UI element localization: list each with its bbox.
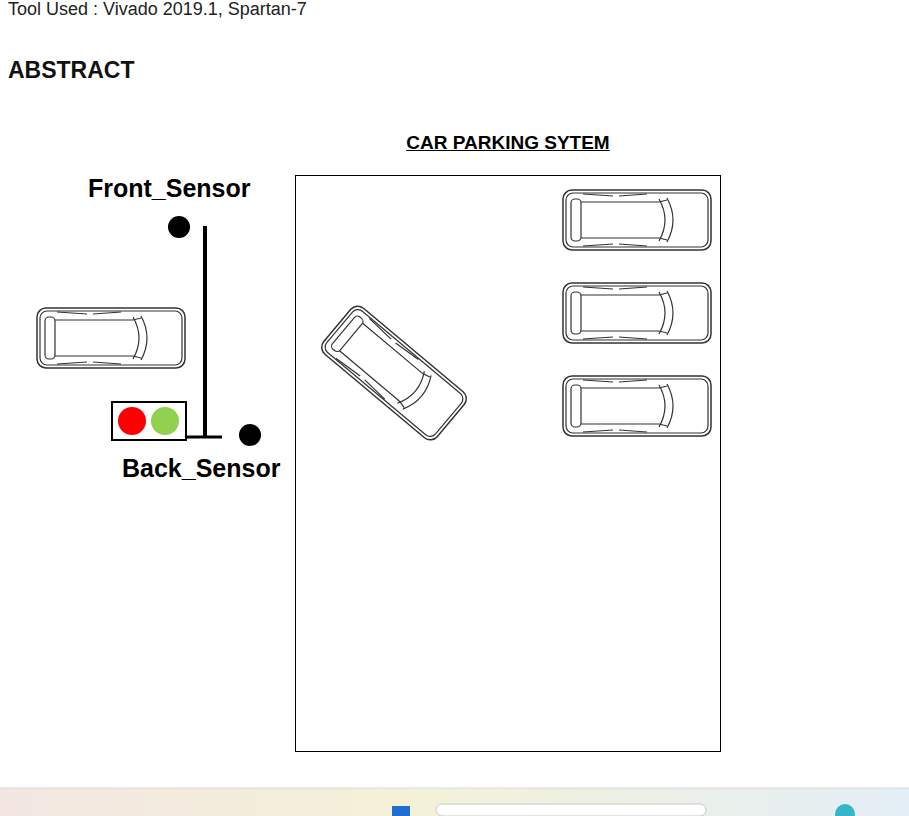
car-parked [563, 283, 711, 343]
sensor-dot [239, 424, 261, 446]
sensor-label: Back_Sensor [122, 454, 280, 483]
tool-note: Tool Used : Vivado 2019.1, Spartan-7 [8, 0, 307, 20]
car-moving [318, 302, 470, 443]
taskbar-edge [0, 788, 909, 789]
green-light [151, 407, 179, 435]
gate-base [186, 436, 222, 439]
car-waiting [37, 308, 185, 368]
car-parked [563, 190, 711, 250]
car-parked [563, 376, 711, 436]
taskbar [0, 788, 909, 816]
start-icon [392, 806, 410, 816]
page-heading: ABSTRACT [8, 57, 135, 84]
lot-heading: CAR PARKING SYTEM [296, 132, 720, 154]
app-icon [835, 804, 855, 816]
parking-lot: CAR PARKING SYTEM [295, 175, 721, 752]
sensor-label: Front_Sensor [88, 174, 251, 203]
traffic-light [112, 402, 186, 440]
search-bar [436, 804, 706, 816]
sensor-dot [168, 216, 190, 238]
red-light [118, 407, 146, 435]
gate-pole [203, 226, 207, 438]
